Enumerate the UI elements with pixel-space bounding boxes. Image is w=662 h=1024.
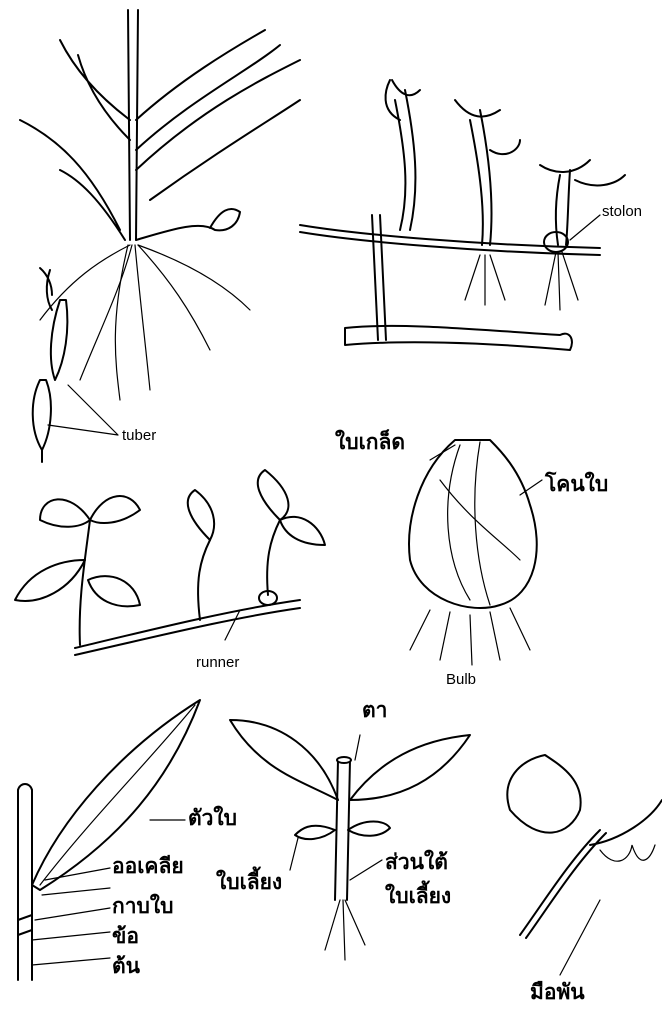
tendril-plant-drawing	[507, 755, 662, 975]
leaf-blade-label: ตัวใบ	[188, 808, 237, 829]
petiole-label: กาบใบ	[112, 896, 173, 917]
stolon-plant-drawing	[300, 80, 625, 350]
runner-plant-drawing	[15, 470, 325, 655]
seedling-drawing	[230, 720, 470, 960]
tuber-label: tuber	[122, 428, 156, 443]
cotyledon-label: ใบเลี้ยง	[216, 872, 282, 893]
hypocotyl-label-line2: ใบเลี้ยง	[385, 886, 451, 907]
node-label: ข้อ	[112, 926, 139, 947]
leaf-stem-drawing	[18, 700, 200, 980]
leaf-base-label: โคนใบ	[545, 474, 608, 495]
hypocotyl-label-line1: ส่วนใต้	[385, 852, 448, 873]
bulb-drawing	[409, 440, 542, 665]
scale-leaf-label: ใบเกล็ด	[335, 432, 405, 453]
stolon-label: stolon	[602, 204, 642, 219]
axil-label: ออเคลีย	[112, 856, 184, 877]
tuber-plant-drawing	[20, 10, 300, 462]
stem-label: ต้น	[112, 956, 140, 977]
bulb-label: Bulb	[446, 672, 476, 687]
runner-label: runner	[196, 655, 239, 670]
bud-label: ตา	[362, 700, 387, 721]
tendril-label: มือพัน	[530, 982, 585, 1003]
